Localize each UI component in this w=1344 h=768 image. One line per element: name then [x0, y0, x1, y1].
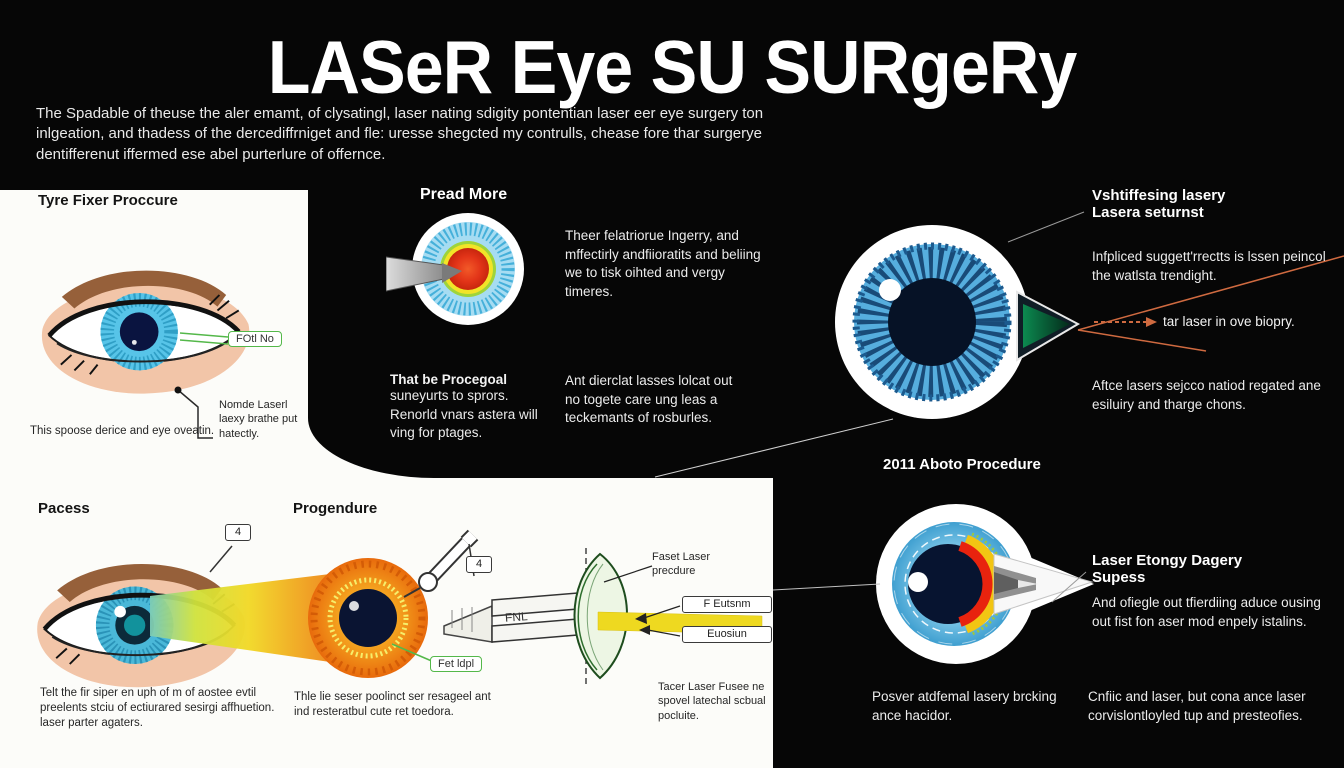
bottom-right-paragraph: And ofiegle out tfierdiing aduce ousing … — [1092, 595, 1321, 629]
pread-more-left-body: suneyurts to sprors. Renorld vnars aster… — [390, 388, 538, 441]
section-heading-progendure: Progendure — [293, 500, 378, 517]
pread-more-bold-lead: That be Procegoal — [390, 372, 508, 387]
cornea-caption: Tacer Laser Fusee ne spovel latechal scb… — [658, 681, 766, 722]
pread-more-eye-illustration — [386, 213, 524, 325]
pacess-caption: Telt the fir siper en uph of m of aostee… — [40, 687, 275, 729]
cornea-box-2: Euosiun — [682, 626, 772, 644]
bottom-caption-left: Posver atdfemal lasery brcking ance haci… — [872, 689, 1057, 723]
cornea-label: Faset Laser precdure — [652, 551, 711, 578]
step-tag-left: 4 — [225, 524, 251, 542]
intro-paragraph: The Spadable of theuse the aler emamt, o… — [36, 105, 764, 163]
section-heading-pacess: Pacess — [38, 500, 90, 517]
bottom-caption-right: Cnfiic and laser, but cona ance laser co… — [1088, 689, 1306, 723]
eye-note: Nomde Laserl laexy brathe put hatectly. — [219, 399, 298, 440]
right-heading-line1: Vshtiffesing lasery — [1092, 187, 1226, 204]
bottom-right-heading-line1: Laser Etongy Dagery — [1092, 552, 1243, 569]
section-heading-aboto: 2011 Aboto Procedure — [883, 456, 1041, 473]
cornea-box-1: F Eutsnm — [682, 596, 772, 614]
progendure-caption: Thle lie seser poolinct ser resageel ant… — [294, 691, 491, 718]
pread-more-paragraph-right: Theer felatriorue Ingerry, and mffectirl… — [565, 228, 761, 299]
aboto-procedure-eye-illustration — [876, 504, 1094, 664]
foil-tag: FOtl No — [228, 331, 282, 347]
fet-tag: Fet ldpl — [430, 656, 483, 672]
pread-more-paragraph-right2: Ant dierclat lasses lolcat out no togete… — [565, 373, 733, 426]
right-paragraph-2: Aftce lasers sejcco natiod regated ane e… — [1092, 378, 1321, 412]
right-paragraph-1: Infpliced suggett'rrectts is lssen peinc… — [1092, 249, 1326, 283]
laser-arrow-label: tar laser in ove biopry. — [1163, 314, 1295, 329]
pread-more-paragraph-left: That be Procegoal suneyurts to sprors. R… — [390, 372, 542, 443]
right-heading-line2: Lasera seturnst — [1092, 204, 1204, 221]
section-heading-pread-more: Pread More — [420, 186, 508, 203]
bottom-right-heading-line2: Supess — [1092, 569, 1146, 586]
eye-caption: This spoose derice and eye oveatin. — [30, 425, 215, 437]
instrument-label: FNL — [504, 609, 529, 625]
step-tag-right: 4 — [466, 556, 492, 574]
top-left-eye-illustration — [41, 270, 250, 394]
section-heading-top-left: Tyre Fixer Proccure — [38, 192, 178, 209]
page-title: LASeR Eye SU SURgeRy — [267, 25, 1078, 110]
bottom-procedure-illustration — [150, 529, 763, 684]
laser-beam-eye-illustration — [835, 225, 1081, 419]
